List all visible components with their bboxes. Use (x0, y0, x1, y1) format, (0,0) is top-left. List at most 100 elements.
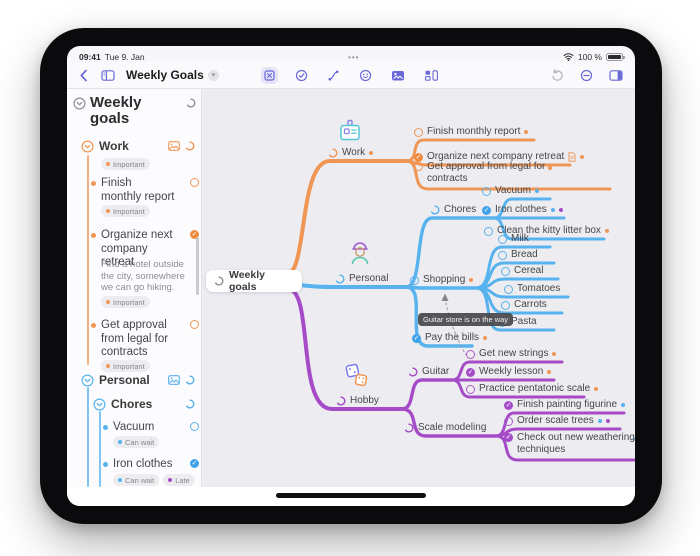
collapse-chevron-icon[interactable] (73, 97, 86, 110)
collapse-chevron-icon[interactable] (81, 374, 94, 387)
node-label: Tomatoes (517, 283, 561, 294)
node-litter-box[interactable]: Clean the kitty litter box (484, 225, 609, 237)
battery-icon (606, 53, 625, 61)
task-circle-icon[interactable] (466, 349, 475, 359)
node-work[interactable]: Work (328, 147, 374, 159)
task-circle-icon[interactable] (482, 186, 491, 196)
tag-label: Important (113, 297, 145, 307)
node-finish-monthly-report[interactable]: Finish monthly report (414, 126, 529, 138)
tag-label: Important (113, 206, 145, 216)
node-shopping[interactable]: Shopping (410, 274, 474, 286)
task-circle-icon[interactable] (501, 266, 510, 276)
node-milk[interactable]: Milk (498, 233, 529, 245)
node-personal[interactable]: Personal (335, 273, 388, 285)
task-check-icon (295, 69, 308, 81)
node-get-approval[interactable]: Get approval from legal for contracts (414, 161, 552, 185)
panel-right-icon (609, 69, 623, 81)
node-weekly-lesson[interactable]: ✓ Weekly lesson (466, 366, 552, 378)
sidebar-item-get-approval[interactable]: Get approval from legal for contracts (91, 319, 199, 360)
mindmap-canvas[interactable]: Weekly goals Work Finish monthly report (202, 89, 635, 487)
task-circle-icon[interactable] (414, 127, 423, 137)
node-vacuum[interactable]: Vacuum (482, 185, 539, 197)
sidebar-item-vacuum[interactable]: Vacuum (103, 421, 199, 435)
sidebar-scrollbar[interactable] (196, 237, 199, 295)
layout-tool-button[interactable] (422, 67, 441, 84)
tag-badges: Important (101, 205, 150, 217)
task-circle-icon[interactable] (190, 320, 199, 329)
node-scale-modeling[interactable]: Scale modeling (404, 422, 486, 434)
connection-label[interactable]: Guitar store is on the way (418, 313, 514, 326)
sidebar-item-work[interactable]: Work (81, 139, 195, 153)
task-circle-icon[interactable] (466, 384, 475, 394)
task-circle-icon[interactable] (498, 250, 507, 260)
tag-label: Important (113, 159, 145, 169)
task-circle-icon[interactable] (484, 226, 493, 236)
task-checked-icon[interactable]: ✓ (190, 230, 199, 239)
node-label: Milk (511, 233, 529, 244)
image-tool-button[interactable] (389, 67, 407, 84)
nodes-icon (264, 69, 275, 81)
node-bread[interactable]: Bread (498, 249, 538, 261)
task-checked-icon[interactable]: ✓ (412, 333, 421, 343)
progress-arc-icon (336, 396, 346, 406)
node-organize-retreat[interactable]: ✓ Organize next company retreat (414, 151, 585, 163)
node-guitar[interactable]: Guitar (408, 366, 449, 378)
undo-button[interactable] (549, 67, 566, 84)
task-checked-icon[interactable]: ✓ (504, 433, 513, 442)
outline-header[interactable]: Weekly goals (73, 95, 196, 127)
task-circle-icon[interactable] (414, 162, 423, 171)
node-cereal[interactable]: Cereal (501, 265, 543, 277)
task-circle-icon[interactable] (190, 422, 199, 431)
node-pay-bills[interactable]: ✓ Pay the bills (412, 332, 487, 344)
sidebar-item-chores[interactable]: Chores (93, 397, 195, 411)
node-label: Get new strings (479, 348, 549, 359)
progress-arc-icon (408, 367, 418, 377)
bullet-icon (91, 233, 96, 238)
node-carrots[interactable]: Carrots (501, 299, 547, 311)
status-ellipsis: ••• (348, 53, 360, 62)
task-checked-icon[interactable]: ✓ (414, 152, 423, 162)
root-node-weekly-goals[interactable]: Weekly goals (206, 269, 302, 293)
inspector-panel-button[interactable] (607, 67, 625, 84)
task-checked-icon[interactable]: ✓ (504, 400, 513, 410)
image-icon (392, 70, 404, 80)
task-circle-icon[interactable] (190, 178, 199, 187)
nodes-tool-button[interactable] (261, 66, 278, 84)
sidebar-item-finish-report[interactable]: Finish monthly report (91, 177, 199, 204)
item-label: Iron clothes (113, 458, 173, 470)
task-checked-icon[interactable]: ✓ (466, 367, 475, 377)
task-checked-icon[interactable]: ✓ (190, 459, 199, 468)
sidebar-toggle-button[interactable] (99, 67, 117, 84)
node-pentatonic[interactable]: Practice pentatonic scale (466, 383, 599, 395)
home-indicator[interactable] (276, 493, 426, 498)
task-circle-icon[interactable] (501, 300, 510, 310)
node-scale-trees[interactable]: Order scale trees (504, 415, 610, 427)
node-get-new-strings[interactable]: Get new strings (466, 348, 557, 360)
node-iron-clothes[interactable]: ✓ Iron clothes (482, 204, 563, 216)
outline-sidebar: Weekly goals Work Important (67, 89, 202, 487)
task-circle-icon[interactable] (504, 284, 513, 294)
task-checked-icon[interactable]: ✓ (482, 205, 491, 215)
task-circle-icon[interactable] (498, 234, 507, 244)
sidebar-item-organize-retreat[interactable]: Organize next company retreat ✓ (91, 229, 199, 270)
tag-badges: Can wait Late (113, 474, 195, 486)
connection-line[interactable] (444, 297, 467, 356)
node-figurine[interactable]: ✓ Finish painting figurine (504, 399, 626, 411)
node-weathering[interactable]: ✓ Check out new weathering techniques (504, 432, 635, 456)
sidebar-item-personal[interactable]: Personal (81, 373, 195, 387)
connection-tool-button[interactable] (325, 67, 342, 84)
node-hobby[interactable]: Hobby (336, 395, 379, 407)
collapse-chevron-icon[interactable] (81, 140, 94, 153)
fold-button[interactable] (578, 67, 595, 84)
back-button[interactable] (77, 67, 90, 84)
task-circle-icon[interactable] (504, 416, 513, 426)
document-title-button[interactable]: Weekly Goals ▾ (126, 68, 219, 82)
tag-label: Can wait (125, 475, 155, 485)
node-chores[interactable]: Chores (430, 204, 476, 216)
stickers-tool-button[interactable] (357, 67, 374, 84)
task-circle-icon[interactable] (410, 275, 419, 285)
node-tomatoes[interactable]: Tomatoes (504, 283, 560, 295)
tasks-tool-button[interactable] (293, 67, 310, 84)
collapse-chevron-icon[interactable] (93, 398, 106, 411)
sidebar-item-iron-clothes[interactable]: Iron clothes ✓ (103, 458, 199, 472)
